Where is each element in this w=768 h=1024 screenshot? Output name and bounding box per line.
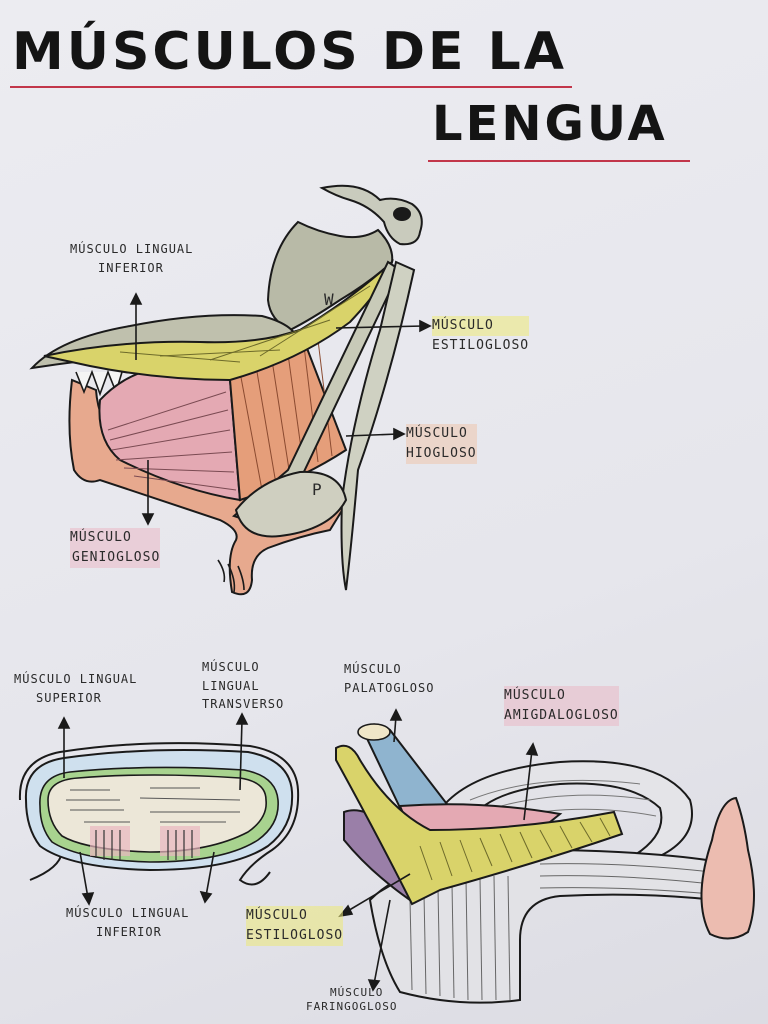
label-line: MÚSCULO — [344, 662, 402, 676]
ear-canal-shape — [393, 207, 411, 221]
transverse-fibers — [66, 787, 241, 823]
label-geniogloso: MÚSCULO GENIOGLOSO — [70, 528, 161, 569]
label-line: MÚSCULO — [432, 316, 530, 337]
label-line: MÚSCULO — [406, 424, 477, 445]
vertical-fiber-patch-right — [160, 826, 200, 856]
title-line-2: LENGUA — [432, 96, 668, 152]
tongue-body-horizontal-lines — [539, 863, 713, 895]
styloglossus-fibers — [119, 285, 371, 363]
label-line: MÚSCULO LINGUAL — [70, 242, 194, 256]
label-lingual-superior: MÚSCULO LINGUAL SUPERIOR — [14, 670, 137, 707]
hyoglossus-fibers — [239, 339, 333, 491]
stylopharyngeus-shape — [340, 260, 416, 591]
label-line: MÚSCULO LINGUAL — [14, 672, 138, 686]
label-line: AMIGDALOGLOSO — [504, 706, 619, 727]
temporal-bone-shape — [319, 184, 423, 246]
label-line: MÚSCULO — [70, 528, 161, 549]
label-line: MÚSCULO — [504, 686, 619, 707]
tongue-body-vertical-lines — [409, 875, 511, 1001]
label-estilogloso-bottom: MÚSCULO ESTILOGLOSO — [246, 906, 344, 947]
tongue-tip-shape — [700, 796, 755, 940]
label-lingual-inferior-top: MÚSCULO LINGUAL INFERIOR — [70, 240, 193, 277]
bottom-left-leader-arrows — [57, 712, 249, 906]
styloglossus-fibers-bottom — [419, 817, 611, 881]
label-lingual-transverso: MÚSCULO LINGUAL TRANSVERSO — [202, 658, 284, 714]
styloglossus-shape — [43, 258, 394, 382]
label-amigdalogloso: MÚSCULO AMIGDALOGLOSO — [504, 686, 619, 727]
mark-p: p — [312, 480, 323, 499]
top-leader-arrows — [129, 292, 432, 526]
label-line: ESTILOGLOSO — [246, 926, 344, 947]
label-line: FARINGOGLOSO — [306, 1000, 398, 1014]
hyoid-region-shape — [234, 470, 348, 538]
label-line: SUPERIOR — [36, 690, 102, 705]
title-line-1: MÚSCULOS DE LA — [12, 22, 568, 82]
label-hiogloso: MÚSCULO HIOGLOSO — [406, 424, 477, 465]
title-underline-1 — [10, 86, 572, 88]
label-palatogloso: MÚSCULO PALATOGLOSO — [344, 660, 434, 697]
mark-w: w — [324, 290, 335, 309]
palatoglossus-origin — [357, 723, 391, 741]
label-line: ESTILOGLOSO — [432, 338, 530, 354]
label-line: GENIOGLOSO — [70, 548, 161, 569]
label-lingual-inferior-bottom: MÚSCULO LINGUAL INFERIOR — [66, 904, 189, 941]
vertical-fiber-patch-left — [90, 826, 130, 856]
title-underline-2 — [428, 160, 690, 162]
label-line: MÚSCULO LINGUAL — [66, 906, 190, 920]
label-estilogloso-top: MÚSCULO ESTILOGLOSO — [432, 316, 530, 356]
vertical-fibers — [95, 830, 193, 860]
label-line: HIOGLOSO — [406, 444, 477, 465]
label-line: PALATOGLOSO — [344, 680, 435, 695]
label-line: MÚSCULO — [330, 986, 384, 999]
label-line: MÚSCULO — [246, 906, 344, 927]
hyoid-hook-strokes — [217, 559, 245, 593]
styloglossus-shape-bottom — [335, 744, 624, 906]
genioglossus-fibers — [107, 391, 237, 491]
label-line: LINGUAL — [202, 678, 260, 693]
label-faringogloso: MÚSCULO FARINGOGLOSO — [306, 986, 397, 1015]
label-line: INFERIOR — [98, 260, 164, 275]
label-line: MÚSCULO — [202, 660, 260, 674]
label-line: INFERIOR — [96, 924, 162, 939]
label-line: TRANSVERSO — [202, 697, 285, 712]
soft-palate-shape — [266, 220, 394, 332]
